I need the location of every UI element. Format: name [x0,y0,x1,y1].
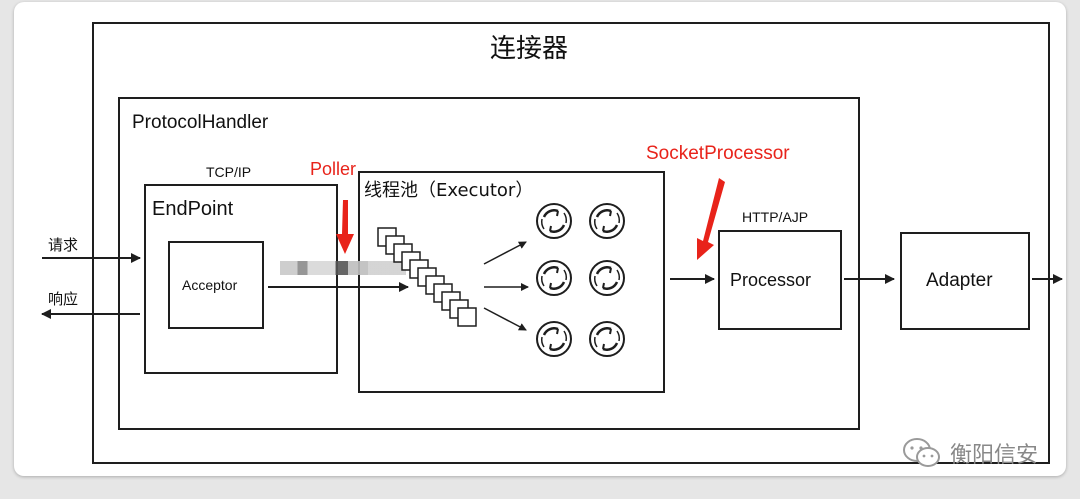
response-label: 响应 [48,290,79,308]
acceptor-box [168,241,264,329]
request-label: 请求 [48,236,79,254]
poller-annotation: Poller [310,159,357,179]
dispatch-arrow-bottom [483,307,527,331]
connections-layer [41,178,1063,358]
thread-icon [535,320,573,358]
dispatch-arrow-top [483,241,527,265]
thread-icon [535,259,573,297]
processor-box [718,230,842,330]
socket-processor-pointer-arrow [697,178,725,260]
poller-pointer-arrow [336,200,354,254]
watermark: 衡阳信安 [902,432,1038,474]
thread-icon [588,202,626,240]
protocol-handler-label: ProtocolHandler [132,112,269,133]
http-ajp-label: HTTP/AJP [742,209,809,225]
task-queue-icon [377,227,477,327]
tcpip-label: TCP/IP [206,164,252,180]
endpoint-label: EndPoint [152,198,234,220]
adapter-label: Adapter [926,270,993,291]
blurred-region [280,261,406,275]
processor-label: Processor [730,270,812,290]
diagram-canvas: 连接器 ProtocolHandler TCP/IP EndPoint Acce… [14,2,1066,476]
socket-processor-annotation: SocketProcessor [646,143,790,164]
acceptor-label: Acceptor [182,277,238,293]
thread-icon [588,259,626,297]
watermark-text: 衡阳信安 [950,443,1039,468]
connector-title: 连接器 [490,34,569,64]
adapter-box [900,232,1030,330]
thread-icon [535,202,573,240]
executor-label: 线程池（Executor） [364,180,534,201]
thread-icon [588,320,626,358]
wechat-icon [903,438,940,467]
